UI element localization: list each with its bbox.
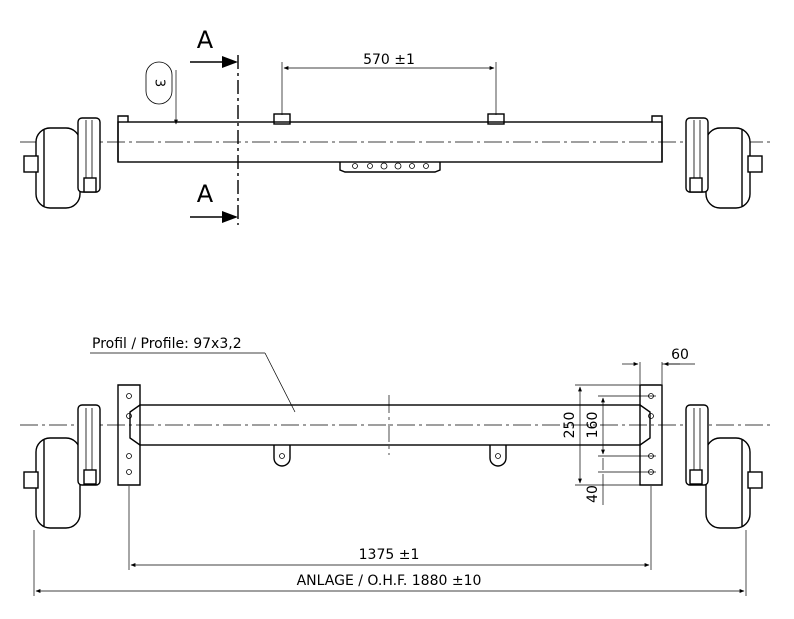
top-view: A A 3 570 ±1 xyxy=(20,26,770,225)
section-letter-bottom: A xyxy=(197,180,214,208)
wheel-hub-right-top xyxy=(685,117,763,209)
section-marker-top: A xyxy=(190,26,238,68)
dim-160-label: 160 xyxy=(585,412,601,439)
wheel-hub-left-top xyxy=(23,117,101,209)
overall-length-label: ANLAGE / O.H.F. 1880 ±10 xyxy=(297,573,482,589)
profile-callout: Profil / Profile: 97x3,2 xyxy=(90,336,296,413)
section-letter-top: A xyxy=(197,26,214,54)
wheel-hub-right-front xyxy=(685,404,763,529)
section-marker-bottom: A xyxy=(190,180,238,223)
plate-width-dimension: 60 xyxy=(622,347,695,384)
front-view: Profil / Profile: 97x3,2 xyxy=(20,336,770,596)
axle-tube-top xyxy=(20,113,770,163)
hole-spacing-dimensions: 250 160 40 xyxy=(562,384,656,505)
wall-thickness-callout: 3 xyxy=(145,61,178,125)
mount-spacing-label: 1375 ±1 xyxy=(359,547,420,563)
mounting-plate-right xyxy=(639,384,663,486)
mounting-plate-top xyxy=(339,162,441,173)
shock-lug-left xyxy=(273,445,291,467)
wall-thickness-value: 3 xyxy=(152,79,167,87)
mount-spacing-dimension: 1375 ±1 xyxy=(128,486,652,570)
bracket-spacing-dimension: 570 ±1 xyxy=(281,52,497,115)
dim-250-label: 250 xyxy=(562,412,578,439)
profile-label: Profil / Profile: 97x3,2 xyxy=(92,336,242,352)
mounting-plate-left xyxy=(117,384,141,486)
axle-tube-front xyxy=(20,395,770,455)
wheel-hub-left-front xyxy=(23,404,101,529)
overall-length-dimension: ANLAGE / O.H.F. 1880 ±10 xyxy=(33,530,747,596)
dim-40-label: 40 xyxy=(585,485,601,503)
bracket-spacing-label: 570 ±1 xyxy=(363,52,415,68)
shock-lug-right xyxy=(489,445,507,467)
plate-width-label: 60 xyxy=(671,347,689,363)
